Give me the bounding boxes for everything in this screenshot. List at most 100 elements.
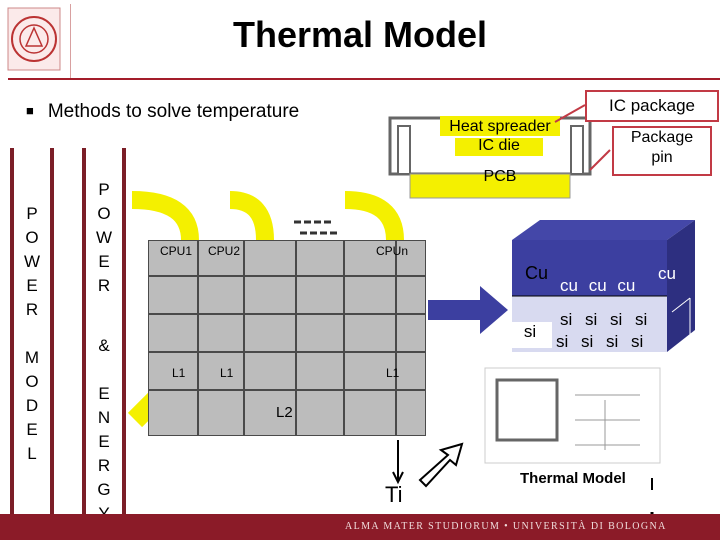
letter: P: [98, 180, 110, 199]
cu-label: cu: [617, 276, 636, 295]
chip-cell: [344, 314, 396, 352]
thermal-model-figure: [484, 367, 661, 464]
thermal-model-caption: Thermal Model: [520, 470, 626, 487]
power-letters: P O W E R: [82, 178, 126, 298]
heat-spreader: [440, 116, 560, 136]
power-arrow-3: [344, 191, 404, 241]
letter: Y: [82, 502, 126, 526]
letter: M: [24, 348, 40, 367]
chip-cell: [344, 276, 396, 314]
letter: W: [23, 252, 41, 271]
power-energy-bar: P O W E R & E N E R G Y: [82, 148, 126, 523]
power-arrow-1: [131, 191, 199, 241]
letter: L: [27, 444, 37, 463]
ampersand: &: [98, 336, 110, 355]
chip-cell: [148, 314, 198, 352]
letter: N: [97, 408, 111, 427]
chip-cell: [396, 314, 426, 352]
si-label: si: [556, 332, 569, 351]
package-pin-label: Package pin: [612, 126, 712, 176]
chip-cell: [296, 390, 344, 436]
cu-label-edge: cu: [658, 264, 676, 283]
cpun-label: CPUn: [376, 244, 409, 258]
university-seal-logo: [6, 6, 62, 72]
si-row-2: si si si si: [556, 332, 643, 352]
chip-cell: [396, 352, 426, 390]
chip-cell: [198, 276, 244, 314]
pcb-board: [409, 173, 571, 199]
header-divider-vertical: [70, 4, 71, 79]
chip-cell: [344, 352, 396, 390]
cu-label: cu: [588, 276, 607, 295]
chip-cell: [396, 240, 426, 276]
chip-cell: [396, 390, 426, 436]
letter: R: [97, 456, 111, 475]
l1-label-a: L1: [172, 366, 186, 380]
chip-cell: [198, 390, 244, 436]
chip-cell: [198, 352, 244, 390]
si-label: si: [631, 332, 644, 351]
chip-cell: [296, 276, 344, 314]
letter: G: [97, 480, 111, 499]
chip-cell: [344, 390, 396, 436]
letter: P: [26, 204, 38, 223]
letter: E: [26, 276, 38, 295]
letter: O: [25, 372, 39, 391]
chip-cell: [148, 390, 198, 436]
chip-cell: [344, 240, 396, 276]
letter: E: [98, 252, 110, 271]
si-label: si: [635, 310, 648, 329]
ti-label: Ti: [385, 482, 403, 507]
chip-cell: [244, 314, 296, 352]
si-label: si: [581, 332, 594, 351]
chip-cell: [148, 352, 198, 390]
letter: R: [25, 300, 39, 319]
si-label: si: [585, 310, 598, 329]
footer-bar: [0, 514, 720, 540]
pcb-label: PCB: [483, 168, 517, 185]
letter: E: [26, 420, 38, 439]
letter: E: [98, 384, 110, 403]
letter: E: [98, 432, 110, 451]
bullet-text: Methods to solve temperature: [47, 101, 300, 122]
power-model-bar: P O W E R M O D E L: [10, 148, 54, 520]
power-arrow-2: [229, 191, 274, 241]
power-model-letters: P O W E R M O D E L: [10, 202, 54, 466]
l1-label-b: L1: [220, 366, 234, 380]
chip-cell: [396, 276, 426, 314]
letter: D: [25, 396, 39, 415]
cpu1-label: CPU1: [160, 244, 193, 258]
chip-cell: [244, 390, 296, 436]
chip-cell: [148, 240, 198, 276]
l1-label-c: L1: [386, 366, 400, 380]
chip-cell: [244, 276, 296, 314]
cu-layer: [512, 240, 667, 296]
footer-text: ALMA MATER STUDIORUM • UNIVERSITÀ DI BOL…: [345, 521, 667, 532]
flow-arrow: [428, 286, 508, 334]
letter: R: [97, 276, 111, 295]
si-label: si: [606, 332, 619, 351]
bullet-point: ■ Methods to solve temperature: [26, 101, 299, 123]
bullet-icon: ■: [26, 103, 34, 118]
si-row-1: si si si si: [560, 310, 647, 330]
letter: W: [95, 228, 113, 247]
heat-spreader-label: Heat spreader: [449, 118, 551, 135]
letter: O: [25, 228, 39, 247]
cu-label: cu: [560, 276, 578, 295]
ic-die-label: IC die: [478, 137, 520, 154]
si-label: si: [560, 310, 573, 329]
l2-label: L2: [276, 404, 293, 421]
chip-cell: [244, 240, 296, 276]
header-divider-horizontal: [8, 78, 720, 80]
si-label: si: [610, 310, 623, 329]
chip-cell: [244, 352, 296, 390]
chip-cell: [148, 276, 198, 314]
letter: O: [97, 204, 111, 223]
cpu2-label: CPU2: [208, 244, 241, 258]
ic-package-label: IC package: [585, 90, 719, 122]
slide-title: Thermal Model: [232, 14, 488, 55]
chip-cell: [296, 314, 344, 352]
si-main-label: si: [508, 322, 552, 348]
chip-cell: [296, 352, 344, 390]
